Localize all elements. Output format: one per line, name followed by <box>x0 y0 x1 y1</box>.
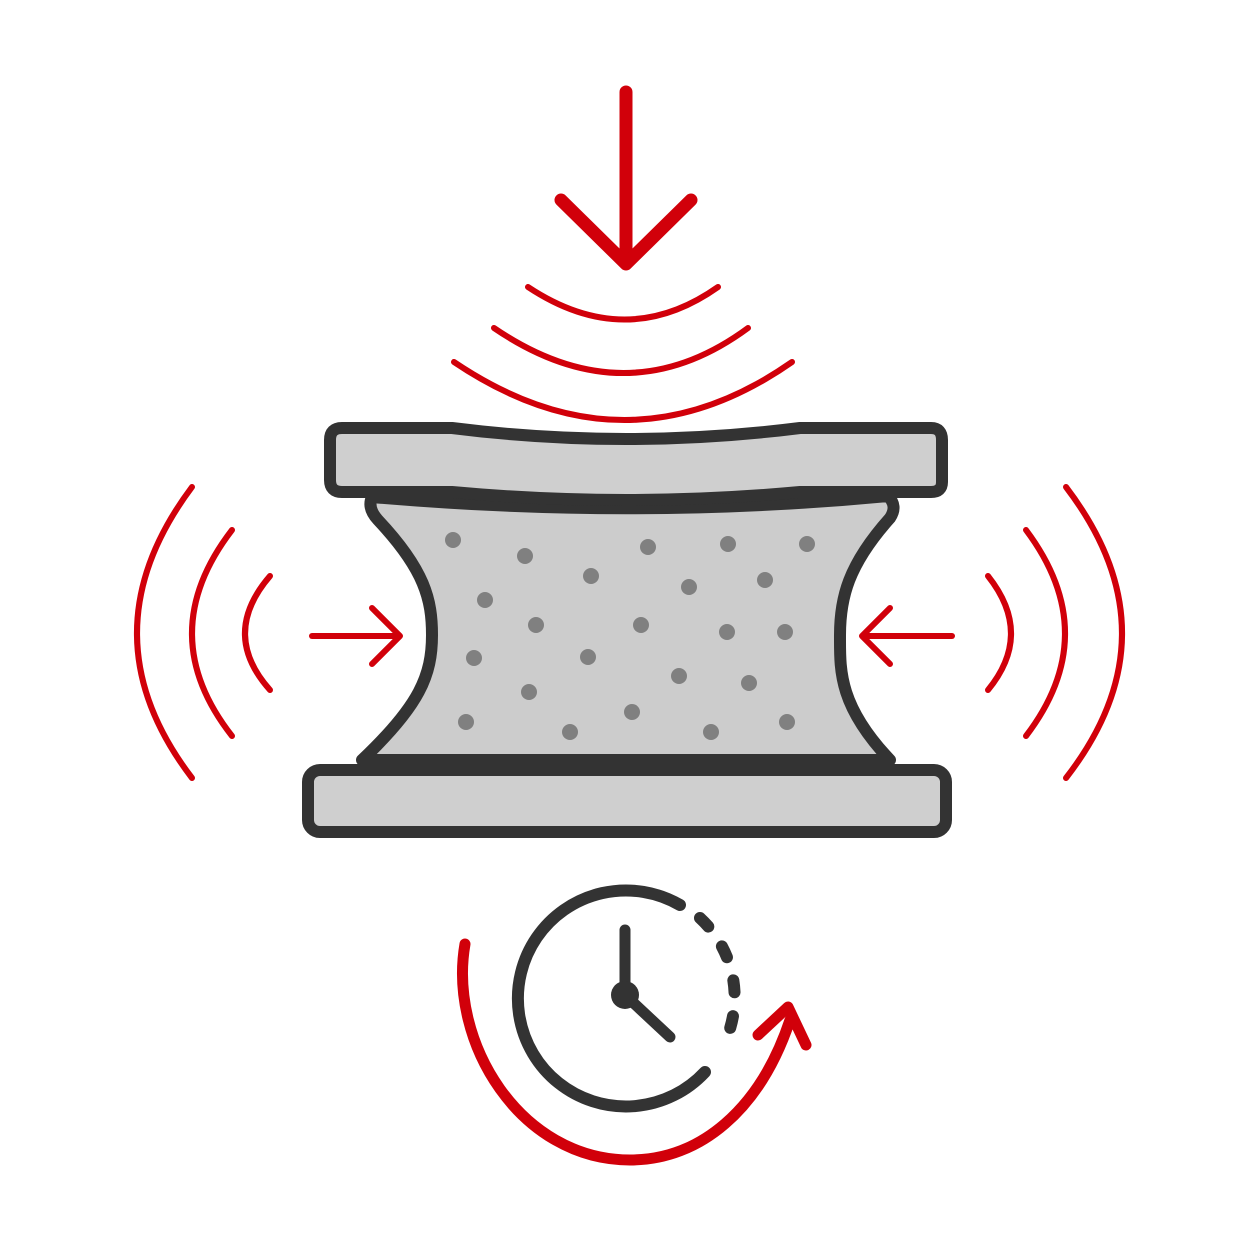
material-particle <box>624 704 640 720</box>
material-particle <box>580 649 596 665</box>
clock-icon <box>511 884 741 1113</box>
material-particle <box>458 714 474 730</box>
clock-center <box>611 981 639 1009</box>
material-particle <box>562 724 578 740</box>
material-particle <box>633 617 649 633</box>
material-particle <box>779 714 795 730</box>
material-particle <box>777 624 793 640</box>
right-pressure-waves <box>985 484 1125 781</box>
left-wave-1 <box>242 573 273 693</box>
material-particle <box>528 617 544 633</box>
top-wave-2 <box>491 325 751 376</box>
right-wave-1 <box>985 573 1014 693</box>
cycle-arrow-head <box>752 1001 812 1051</box>
down-arrow-head <box>554 193 698 271</box>
top-pressure-waves <box>451 284 795 423</box>
left-arrow-icon <box>859 605 955 667</box>
material-particle <box>741 675 757 691</box>
left-wave-3 <box>134 484 195 781</box>
material-particle <box>477 592 493 608</box>
compressed-material <box>356 490 900 766</box>
right-wave-3 <box>1063 484 1125 781</box>
material-particle <box>583 568 599 584</box>
material-particles <box>445 532 815 740</box>
material-particle <box>681 579 697 595</box>
material-particle <box>466 650 482 666</box>
material-particle <box>757 572 773 588</box>
top-wave-1 <box>525 284 721 323</box>
material-particle <box>517 548 533 564</box>
down-arrow-icon <box>554 85 698 271</box>
right-wave-2 <box>1023 527 1068 739</box>
left-pressure-waves <box>134 484 273 781</box>
left-arrow-head <box>369 605 403 667</box>
left-wave-2 <box>189 527 235 739</box>
material-particle <box>445 532 461 548</box>
right-arrow-head <box>859 605 893 667</box>
material-particle <box>799 536 815 552</box>
circular-arrow-icon <box>457 938 812 1166</box>
bottom-plate <box>302 764 952 838</box>
top-wave-3 <box>451 359 795 423</box>
material-particle <box>640 539 656 555</box>
material-particle <box>521 684 537 700</box>
material-particle <box>719 624 735 640</box>
top-plate <box>324 422 948 506</box>
cycle-arc <box>457 938 796 1166</box>
material-particle <box>720 536 736 552</box>
material-particle <box>703 724 719 740</box>
clock-dashed-arc <box>694 912 741 1054</box>
right-arrow-icon <box>309 605 403 667</box>
material-body <box>356 490 900 766</box>
material-particle <box>671 668 687 684</box>
clock-face <box>511 884 711 1113</box>
